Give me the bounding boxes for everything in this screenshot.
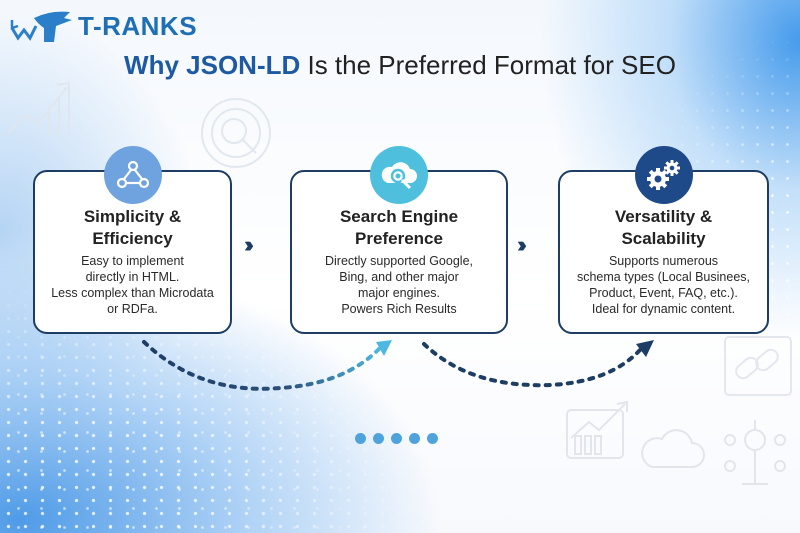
card-title-line: Search Engine xyxy=(339,207,459,226)
t-ranks-logo-icon xyxy=(10,11,72,42)
dotted-arrow-2 xyxy=(422,342,642,388)
title-rest: Is the Preferred Format for SEO xyxy=(300,50,676,80)
brand-name: T-RANKS xyxy=(78,10,198,41)
desc-line: schema types (Local Businees, xyxy=(576,270,750,284)
card-title: Search Engine Preference xyxy=(292,206,506,250)
card-search-engine-preference: Search Engine Preference Directly suppor… xyxy=(290,146,508,334)
desc-line: Product, Event, FAQ, etc.). xyxy=(589,286,738,300)
card-description: Easy to implement directly in HTML. Less… xyxy=(35,253,230,317)
pagination-dots xyxy=(355,433,438,444)
pagination-dot[interactable] xyxy=(373,433,384,444)
link-chain-icon xyxy=(724,336,792,396)
desc-line: or RDFa. xyxy=(107,302,158,316)
growth-chart-icon xyxy=(6,81,70,136)
gears-icon xyxy=(646,160,680,190)
cloud-icon xyxy=(641,429,705,468)
arrow-head-1 xyxy=(376,340,392,356)
title-highlight: Why JSON-LD xyxy=(124,50,301,80)
brand-logo[interactable]: T-RANKS xyxy=(10,8,197,44)
desc-line: Supports numerous xyxy=(608,254,719,268)
card-icon-badge xyxy=(103,146,162,204)
desc-line: Easy to implement xyxy=(81,254,184,268)
desc-line: Ideal for dynamic content. xyxy=(591,302,736,316)
desc-line: major engines. xyxy=(358,286,440,300)
card-simplicity-efficiency: Simplicity & Efficiency Easy to implemen… xyxy=(33,146,232,334)
card-versatility-scalability: Versatility & Scalability Supports numer… xyxy=(558,146,769,334)
card-icon-badge xyxy=(634,146,693,204)
bar-growth-icon xyxy=(566,400,628,459)
pagination-dot[interactable] xyxy=(355,433,366,444)
card-title-line: Preference xyxy=(355,229,443,248)
card-description: Directly supported Google, Bing, and oth… xyxy=(292,253,506,317)
pagination-dot[interactable] xyxy=(427,433,438,444)
pagination-dot[interactable] xyxy=(391,433,402,444)
cloud-search-icon xyxy=(381,162,417,190)
card-title-line: Scalability xyxy=(621,229,706,248)
desc-line: directly in HTML. xyxy=(85,270,180,284)
card-title-line: Efficiency xyxy=(92,229,173,248)
network-nodes-icon xyxy=(116,160,149,189)
card-icon-badge xyxy=(370,146,428,204)
search-target-icon xyxy=(201,98,271,168)
network-hub-icon xyxy=(724,420,786,485)
page-title: Why JSON-LD Is the Preferred Format for … xyxy=(0,50,800,81)
dotted-arrow-1 xyxy=(142,340,382,391)
card-description: Supports numerous schema types (Local Bu… xyxy=(560,253,767,317)
card-title-line: Simplicity & xyxy=(83,207,182,226)
card-title: Versatility & Scalability xyxy=(560,206,767,250)
desc-line: Powers Rich Results xyxy=(341,302,457,316)
card-title: Simplicity & Efficiency xyxy=(35,206,230,250)
desc-line: Bing, and other major xyxy=(339,270,459,284)
desc-line: Less complex than Microdata xyxy=(51,286,214,300)
pagination-dot[interactable] xyxy=(409,433,420,444)
desc-line: Directly supported Google, xyxy=(325,254,473,268)
arrow-head-2 xyxy=(636,340,654,357)
card-title-line: Versatility & xyxy=(614,207,713,226)
